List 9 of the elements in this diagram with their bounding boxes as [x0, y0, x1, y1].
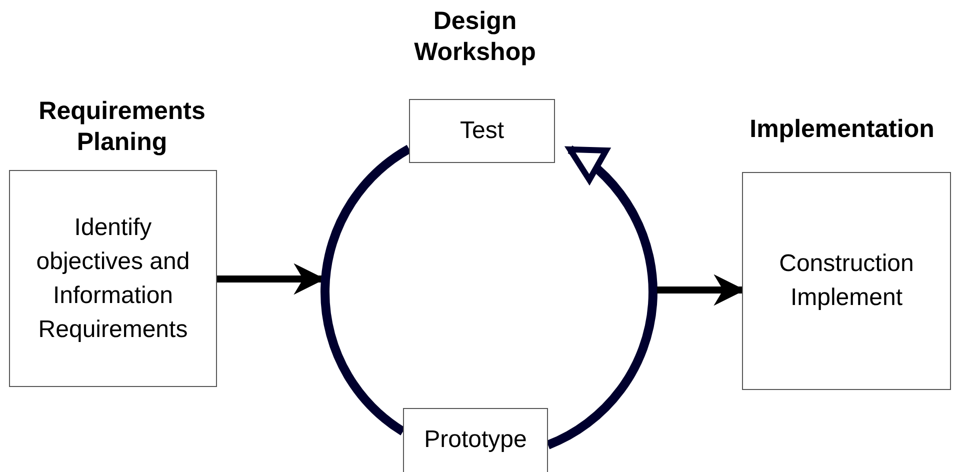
box-text: Test [460, 116, 504, 146]
cycle-arc [320, 145, 412, 436]
heading-text: Implementation [748, 114, 936, 145]
box-text: Prototype [424, 425, 527, 455]
box-text: Identify objectives and Information Requirements [35, 212, 191, 344]
heading-text: Requirements Planing [38, 96, 206, 158]
heading-text: Design Workshop [413, 6, 537, 68]
cycle-arrow [546, 146, 658, 450]
box-text: Construction Implement [778, 249, 915, 313]
